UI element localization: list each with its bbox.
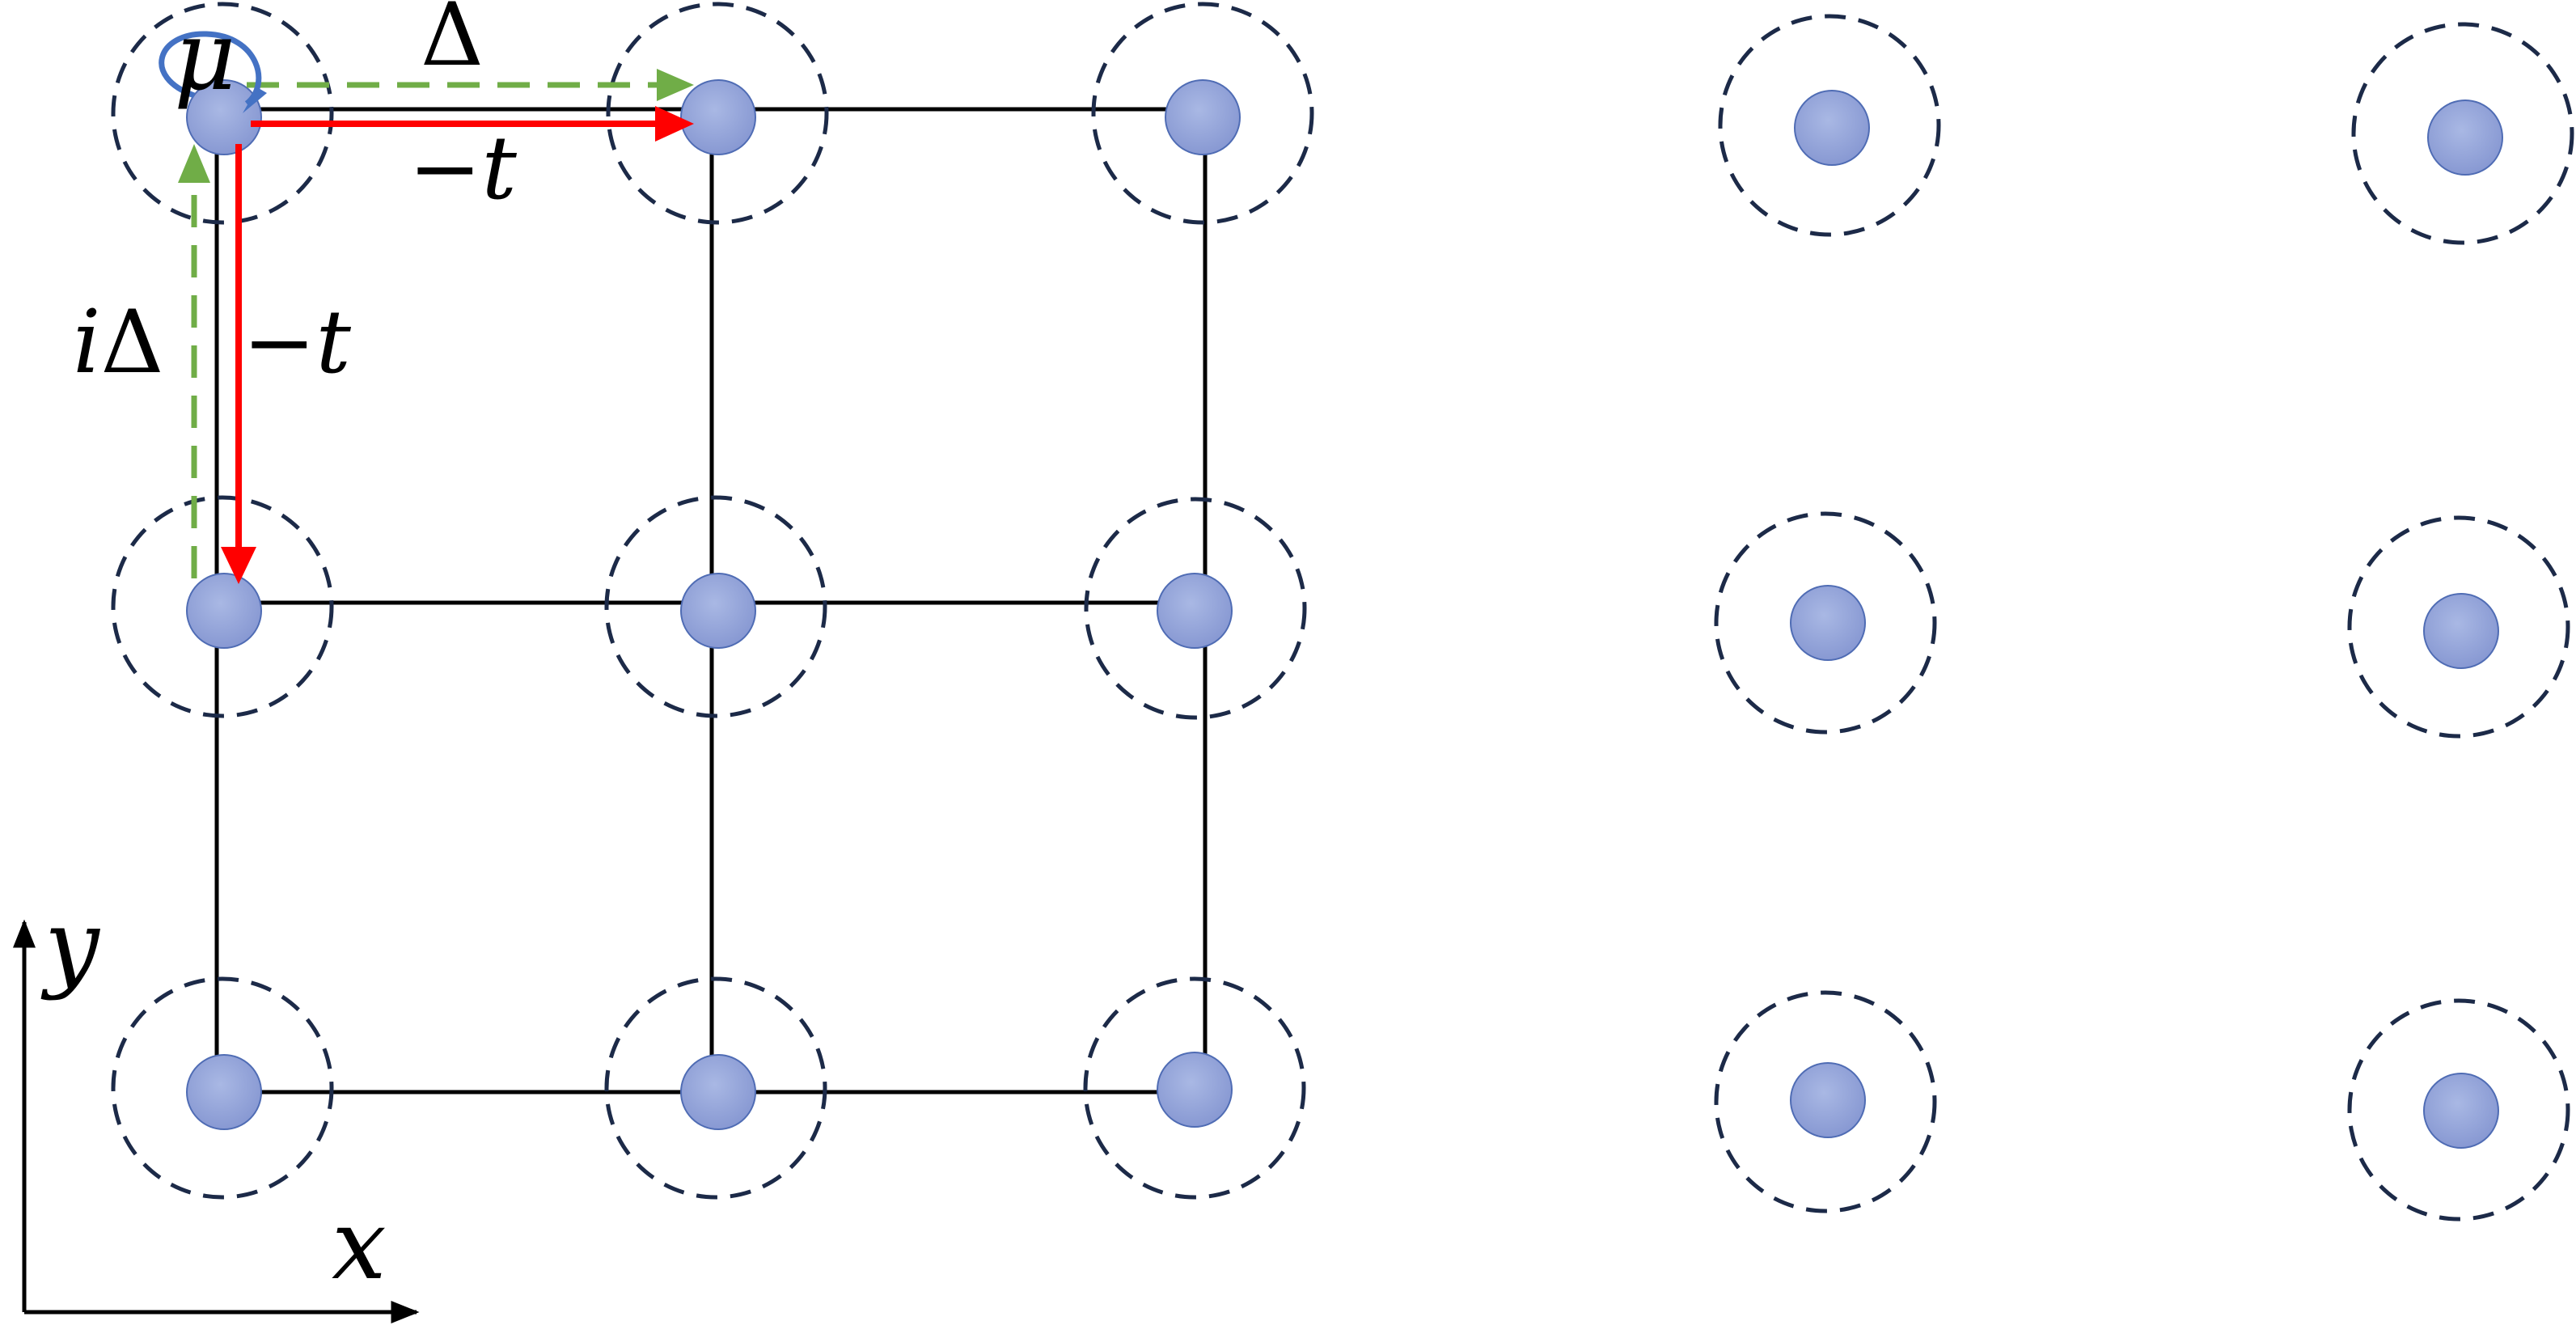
mu-loop-arrow	[159, 31, 262, 106]
orbital-r3c3	[1083, 976, 1306, 1200]
axis-y-label: y	[40, 890, 101, 1002]
delta-label: Δ	[421, 0, 484, 86]
mu-label: μ	[174, 0, 236, 112]
pairing-arrows	[178, 69, 694, 578]
lattice-sites	[186, 79, 2503, 1149]
site-r3c4	[1790, 1062, 1866, 1138]
orbital-r3c2	[604, 976, 827, 1200]
hopping-arrowhead-vertical	[221, 547, 256, 584]
site-r1c5	[2427, 100, 2503, 176]
mu-loop-arrowhead	[243, 87, 267, 113]
orbital-r2c5	[2347, 515, 2570, 739]
i-delta-label: iΔ	[73, 292, 164, 393]
site-r2c2	[680, 573, 756, 649]
site-r2c1	[186, 573, 262, 649]
hop-x-label: −t	[408, 118, 517, 219]
i-delta-i: i	[73, 292, 101, 393]
orbital-r1c3	[1091, 2, 1314, 225]
site-r1c4	[1794, 90, 1870, 166]
orbital-r1c4	[1718, 14, 1941, 237]
orbital-r2c4	[1714, 511, 1937, 735]
site-r3c1	[186, 1054, 262, 1130]
i-delta-delta: Δ	[101, 292, 164, 393]
orbital-r2c1	[111, 495, 334, 718]
site-r3c2	[680, 1054, 756, 1130]
orbital-r1c5	[2351, 22, 2574, 245]
site-r1c3	[1165, 79, 1241, 155]
site-r2c3	[1157, 573, 1233, 649]
orbital-r3c4	[1714, 990, 1937, 1213]
axis-x-label: x	[332, 1189, 387, 1302]
pairing-arrowhead-vertical	[178, 144, 210, 183]
site-r2c4	[1790, 585, 1866, 661]
dashed-orbitals	[111, 2, 2574, 1222]
site-r3c3	[1157, 1052, 1233, 1128]
orbital-r2c2	[604, 495, 827, 718]
orbital-r2c3	[1084, 497, 1307, 720]
coordinate-axes	[12, 919, 420, 1323]
orbital-r3c1	[111, 976, 334, 1200]
site-r2c5	[2423, 593, 2499, 669]
hop-y-label: −t	[243, 292, 351, 393]
hopping-arrowhead-horizontal	[655, 106, 694, 142]
orbital-r1c1	[111, 2, 334, 225]
hopping-arrows	[221, 106, 694, 584]
orbital-r3c5	[2347, 998, 2570, 1222]
chemical-potential-loop	[159, 31, 267, 113]
site-r1c2	[680, 79, 756, 155]
orbital-r1c2	[606, 2, 829, 225]
site-r3c5	[2423, 1073, 2499, 1149]
pairing-arrowhead-horizontal	[657, 69, 694, 101]
site-r1c1	[186, 79, 262, 155]
